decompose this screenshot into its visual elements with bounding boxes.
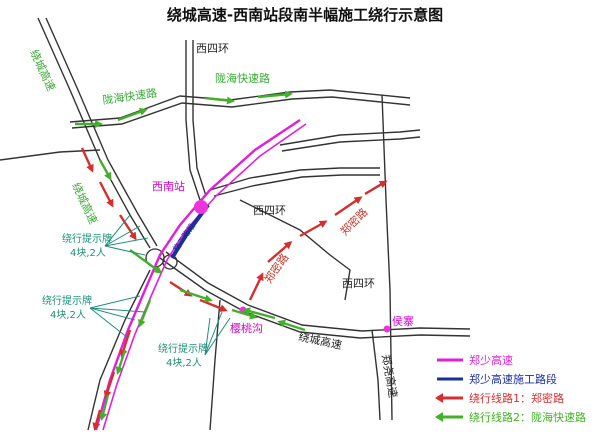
road-west-spur — [0, 149, 101, 161]
zhengshao-highway-line — [94, 119, 301, 431]
road-northeast — [279, 129, 421, 146]
houzhai-marker — [383, 325, 391, 333]
route1-arrow — [364, 180, 388, 196]
label-raocheng-green: 绕城高速 — [69, 180, 100, 226]
route2-arrow — [98, 159, 112, 181]
route1-arrow — [80, 147, 94, 173]
legend-item: 绕行线路2：陇海快速路 — [435, 410, 586, 424]
label-sign3-line1: 绕行提示牌 — [158, 342, 208, 355]
route1-arrow — [299, 220, 328, 238]
route2-arrow — [179, 288, 213, 303]
label-sign1-line2: 4块,2人 — [70, 247, 106, 259]
legend-label: 绕行线路1：郑密路 — [469, 391, 564, 405]
road-longhai-b — [71, 96, 411, 129]
road-xisihuan-north — [185, 40, 201, 201]
label-longhai-1: 陇海快速路 — [101, 85, 157, 107]
road-southwest — [87, 269, 151, 431]
legend-label: 绕行线路2：陇海快速路 — [469, 410, 586, 424]
legend-label: 郑少高速施工路段 — [469, 372, 557, 386]
detour-route-1 — [80, 147, 388, 431]
road-zhengyao — [371, 329, 381, 421]
route2-arrow — [277, 319, 306, 332]
sign-callouts — [89, 214, 231, 356]
road-raocheng-south — [159, 257, 471, 339]
road-xisihuan-east-b — [213, 174, 380, 197]
label-shigong: 施工路段 — [170, 221, 197, 253]
label-xisihuan-top: 西四环 — [196, 42, 229, 55]
road-east-vertical — [381, 94, 393, 421]
label-xisihuan-mid: 西四环 — [253, 204, 286, 217]
route1-arrow — [267, 241, 293, 263]
route2-arrow — [242, 307, 276, 320]
label-yingtaogou: 樱桃沟 — [230, 321, 263, 335]
label-xinanzhan: 西南站 — [152, 179, 185, 193]
road-raocheng-west-b — [45, 17, 158, 247]
detour-route-2 — [75, 90, 306, 421]
label-xisihuan-low: 西四环 — [342, 277, 375, 290]
route2-arrow — [117, 107, 148, 122]
route2-arrow — [204, 96, 235, 105]
route1-arrow — [98, 181, 114, 208]
route2-arrow — [257, 90, 293, 99]
label-sign3-line2: 4块,2人 — [166, 357, 202, 369]
route1-arrow — [119, 329, 132, 358]
label-sign2-line2: 4块,2人 — [50, 309, 86, 321]
legend-item: 郑少高速施工路段 — [437, 372, 557, 386]
label-sign2-line1: 绕行提示牌 — [42, 294, 92, 307]
route1-arrow — [103, 371, 116, 399]
xinanzhan-station-marker — [194, 200, 208, 214]
legend-arrowhead — [435, 412, 443, 422]
route1-arrow — [92, 409, 102, 431]
label-longhai-2: 陇海快速路 — [215, 71, 270, 85]
route2-arrow — [99, 394, 110, 421]
legend-label: 郑少高速 — [469, 353, 513, 367]
construction-segment-line — [170, 203, 210, 260]
legend-item: 绕行线路1：郑密路 — [435, 391, 564, 405]
road-xisihuan-south — [239, 199, 351, 301]
legend-item: 郑少高速 — [437, 353, 513, 367]
label-houzhai: 侯寨 — [392, 314, 414, 328]
route2-arrow — [129, 249, 163, 274]
route1-arrow — [248, 272, 264, 301]
road-xisihuan-north-b — [192, 40, 207, 197]
legend-arrowhead — [435, 393, 443, 403]
route1-arrow — [199, 298, 228, 312]
label-zhengguang: 郑尧高速 — [379, 353, 400, 399]
label-sign1-line1: 绕行提示牌 — [62, 232, 112, 245]
road-raocheng-south-b — [165, 251, 471, 332]
map-title: 绕城高速-西南站段南半幅施工绕行示意图 — [167, 6, 443, 24]
route2-arrow — [115, 349, 127, 375]
road-northeast-b — [281, 136, 421, 152]
route1-arrow — [334, 196, 363, 216]
route2-arrow — [138, 299, 152, 328]
road-xisihuan-east — [209, 167, 380, 191]
route1-arrow — [118, 214, 137, 241]
label-raocheng-bottom: 绕城高速 — [297, 329, 343, 352]
